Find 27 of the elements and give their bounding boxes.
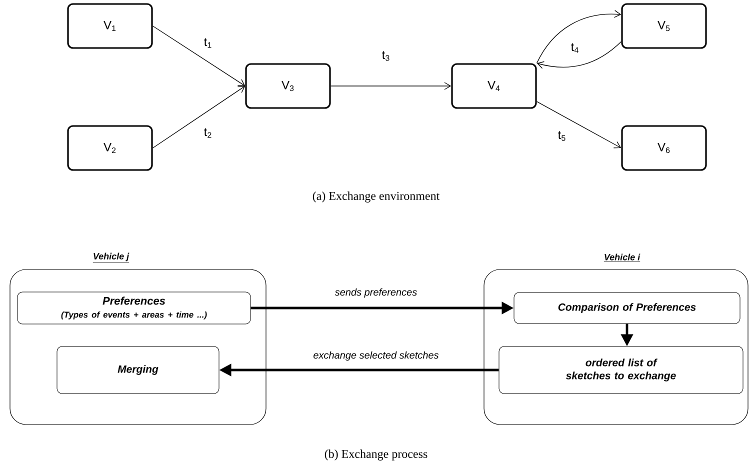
node-box: V$_{6}$ [621, 125, 707, 171]
node-box: V$_{3}$ [245, 63, 331, 109]
arrow [152, 86, 246, 148]
arrow [536, 41, 622, 69]
node-box: V$_{5}$ [621, 3, 707, 49]
arrow [152, 26, 246, 86]
process-box: Comparison of Preferences [514, 292, 740, 324]
vehicle-heading: Vehicle j [92, 252, 130, 263]
edge-label: exchange selected sketches [312, 350, 440, 362]
edge-label: t$_{5}$ [556, 130, 568, 142]
vehicle-heading: Vehicle i [604, 254, 640, 262]
caption: (a) Exchange environment [312, 192, 440, 202]
node-box: V$_{2}$ [67, 125, 153, 171]
edge-label: sends preferences [334, 287, 418, 299]
edge-label: t$_{2}$ [202, 127, 214, 139]
edge-label: t$_{3}$ [380, 50, 392, 62]
process-box: ordered list of sketches to exchange [498, 346, 744, 394]
arrow [330, 82, 452, 90]
edge-label: t$_{1}$ [202, 37, 214, 49]
process-box: Preferences (Types of events + areas + time ...) [17, 292, 251, 324]
node-box: V$_{1}$ [67, 3, 153, 49]
edge-label: t$_{4}$ [570, 42, 580, 54]
caption: (b) Exchange process [324, 450, 428, 460]
arrow [536, 101, 622, 148]
arrow [536, 10, 622, 64]
process-box: Merging [56, 346, 220, 394]
node-box: V$_{4}$ [451, 63, 537, 109]
